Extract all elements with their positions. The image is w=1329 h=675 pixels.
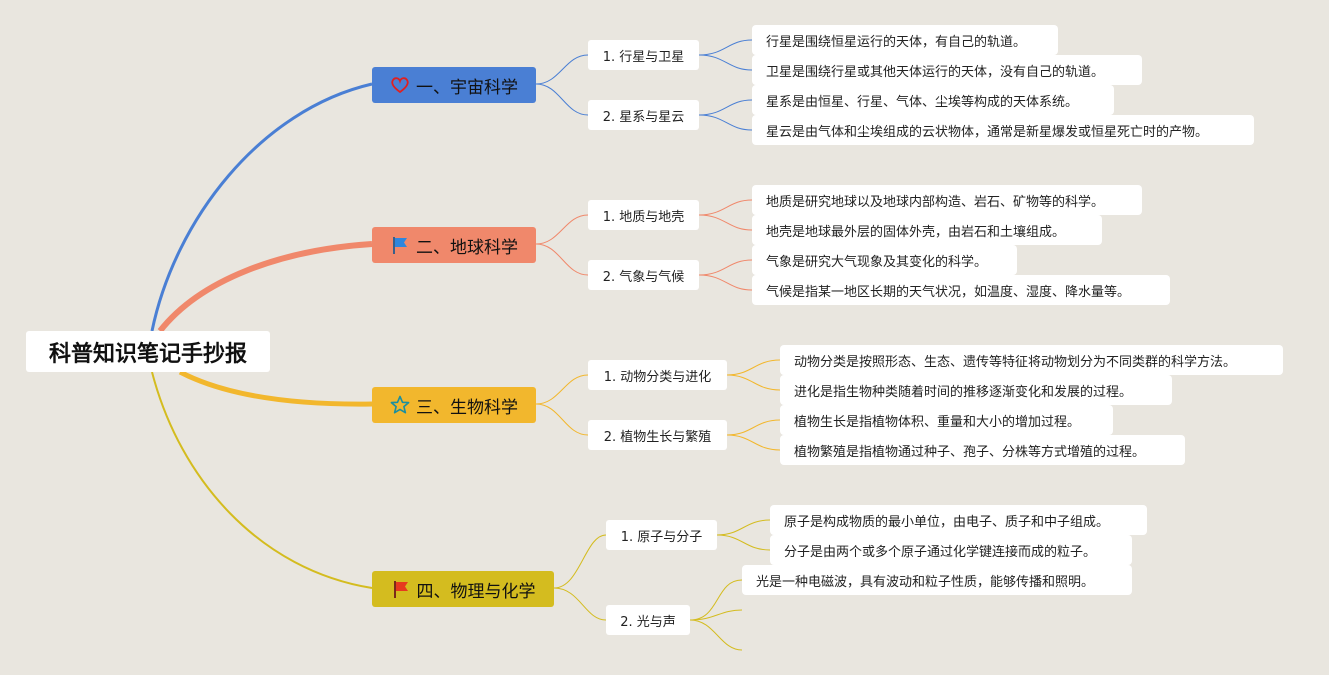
sub-geology-crust[interactable]: 1. 地质与地壳 [588, 200, 699, 230]
link-root-earth [157, 241, 373, 333]
sub-planets-satellites[interactable]: 1. 行星与卫星 [588, 40, 699, 70]
sub-plant-growth[interactable]: 2. 植物生长与繁殖 [588, 420, 727, 450]
leaf-galaxy[interactable]: 星系是由恒星、行星、气体、尘埃等构成的天体系统。 [752, 85, 1114, 115]
leaf-meteorology[interactable]: 气象是研究大气现象及其变化的科学。 [752, 245, 1017, 275]
branch-physics-chemistry-label: 四、物理与化学 [416, 581, 536, 602]
links-space [535, 39, 753, 131]
branch-earth-label: 二、地球科学 [416, 237, 518, 258]
sub-animal-classification[interactable]: 1. 动物分类与进化 [588, 360, 727, 390]
links-bio [535, 359, 781, 451]
leaf-planet[interactable]: 行星是围绕恒星运行的天体，有自己的轨道。 [752, 25, 1058, 55]
sub-atoms-molecules[interactable]: 1. 原子与分子 [606, 520, 717, 550]
branch-space[interactable]: 一、宇宙科学 [372, 67, 536, 103]
branch-biology[interactable]: 三、生物科学 [372, 387, 536, 423]
sub-light-sound[interactable]: 2. 光与声 [606, 605, 690, 635]
leaf-nebula[interactable]: 星云是由气体和尘埃组成的云状物体，通常是新星爆发或恒星死亡时的产物。 [752, 115, 1254, 145]
link-root-space [150, 82, 373, 332]
branch-space-label: 一、宇宙科学 [416, 77, 518, 98]
leaf-plant-growth[interactable]: 植物生长是指植物体积、重量和大小的增加过程。 [780, 405, 1113, 435]
branch-physics-chemistry[interactable]: 四、物理与化学 [372, 571, 554, 607]
link-root-phys [151, 371, 373, 589]
blue-flag-icon [393, 237, 407, 254]
leaf-climate[interactable]: 气候是指某一地区长期的天气状况，如温度、湿度、降水量等。 [752, 275, 1170, 305]
leaf-crust[interactable]: 地壳是地球最外层的固体外壳，由岩石和土壤组成。 [752, 215, 1102, 245]
heart-icon [391, 77, 409, 94]
branch-earth[interactable]: 二、地球科学 [372, 227, 536, 263]
sub-galaxies-nebulae[interactable]: 2. 星系与星云 [588, 100, 699, 130]
leaf-satellite[interactable]: 卫星是围绕行星或其他天体运行的天体，没有自己的轨道。 [752, 55, 1142, 85]
leaf-plant-reproduction[interactable]: 植物繁殖是指植物通过种子、孢子、分株等方式增殖的过程。 [780, 435, 1185, 465]
leaf-atom[interactable]: 原子是构成物质的最小单位，由电子、质子和中子组成。 [770, 505, 1147, 535]
branch-biology-label: 三、生物科学 [416, 397, 518, 418]
sub-weather-climate[interactable]: 2. 气象与气候 [588, 260, 699, 290]
link-root-bio [178, 369, 373, 407]
links-phys [553, 519, 771, 651]
leaf-light[interactable]: 光是一种电磁波，具有波动和粒子性质，能够传播和照明。 [742, 565, 1132, 595]
leaf-evolution[interactable]: 进化是指生物种类随着时间的推移逐渐变化和发展的过程。 [780, 375, 1172, 405]
star-icon [390, 395, 410, 414]
links-earth [535, 199, 753, 291]
leaf-geology[interactable]: 地质是研究地球以及地球内部构造、岩石、矿物等的科学。 [752, 185, 1142, 215]
root-topic[interactable]: 科普知识笔记手抄报 [26, 331, 270, 372]
leaf-molecule[interactable]: 分子是由两个或多个原子通过化学键连接而成的粒子。 [770, 535, 1132, 565]
leaf-animal-classification[interactable]: 动物分类是按照形态、生态、遗传等特征将动物划分为不同类群的科学方法。 [780, 345, 1283, 375]
red-flag-icon [393, 581, 408, 598]
